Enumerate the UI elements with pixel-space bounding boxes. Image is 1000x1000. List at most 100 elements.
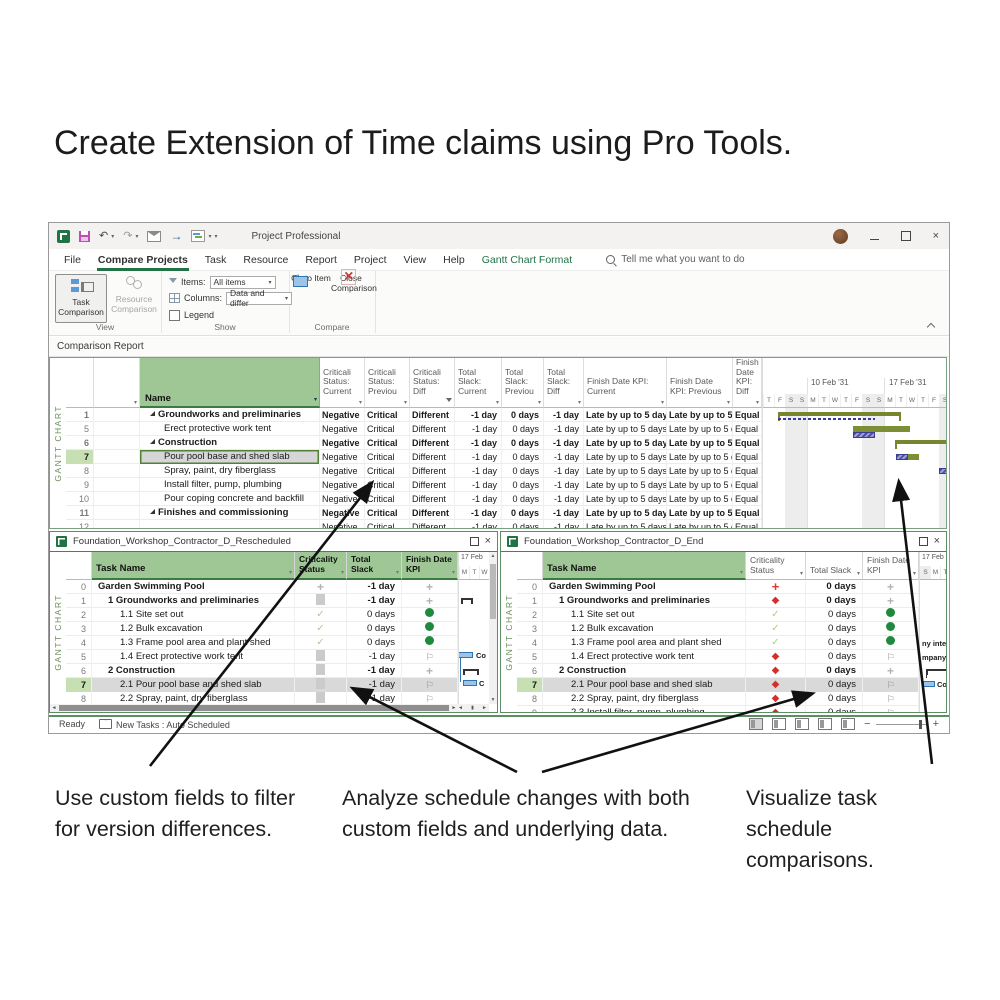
- column-header[interactable]: Finish Date KPI: Previous ▾: [667, 358, 733, 408]
- task-gantt-bar[interactable]: [908, 454, 919, 460]
- task-name-cell[interactable]: Garden Swimming Pool: [543, 580, 746, 594]
- table-row[interactable]: 11 Finishes and commissioning Negative C…: [66, 506, 762, 520]
- column-header[interactable]: Total Slack: Diff ▾: [544, 358, 584, 408]
- scrollbar-thumb[interactable]: [490, 564, 496, 619]
- table-row[interactable]: 12 Negative Critical Different -1 day 0 …: [66, 520, 762, 528]
- resource-comparison-button[interactable]: Resource Comparison: [109, 274, 159, 321]
- column-header[interactable]: Finish Date KPI: Current ▾: [584, 358, 667, 408]
- table-row[interactable]: 1 Groundworks and preliminaries Negative…: [66, 408, 762, 422]
- touch-mode-icon[interactable]: [147, 230, 162, 242]
- task-name-cell[interactable]: 2.2 Spray, paint, dry fiberglass: [543, 692, 746, 706]
- table-row[interactable]: 3 1.2 Bulk excavation 0 days: [66, 622, 458, 636]
- task-gantt-bar[interactable]: [463, 680, 477, 686]
- ribbon-tab[interactable]: Project: [353, 253, 387, 266]
- finish-date-kpi-header[interactable]: Finish Date KPI▾: [402, 552, 458, 580]
- team-planner-view-button[interactable]: [795, 718, 810, 730]
- qat-customize-icon[interactable]: ▾: [214, 233, 218, 240]
- task-name-cell[interactable]: 2.3 Install filter, pump, plumbing: [543, 706, 746, 712]
- table-row[interactable]: 9 Install filter, pump, plumbing Negativ…: [66, 478, 762, 492]
- report-view-button[interactable]: [841, 718, 856, 730]
- close-comparison-button[interactable]: Close Comparison: [331, 273, 377, 293]
- table-row[interactable]: 5 1.4 Erect protective work tent -1 day: [66, 650, 458, 664]
- view-caret-icon[interactable]: ▾: [208, 233, 212, 240]
- task-name-cell[interactable]: Garden Swimming Pool: [92, 580, 295, 594]
- summary-gantt-bar[interactable]: [778, 412, 901, 421]
- table-row[interactable]: 10 Pour coping concrete and backfill Neg…: [66, 492, 762, 506]
- scroll-left-icon[interactable]: ◄: [51, 705, 57, 711]
- criticality-status-header[interactable]: Criticality Status▾: [295, 552, 347, 580]
- task-comparison-button[interactable]: Task Comparison: [55, 274, 107, 323]
- task-name-cell[interactable]: 1.4 Erect protective work tent: [92, 650, 295, 664]
- minimize-button[interactable]: [869, 238, 879, 240]
- collapse-ribbon-icon[interactable]: [927, 321, 935, 329]
- go-to-item-button[interactable]: Go to Item: [291, 273, 331, 283]
- task-name-cell[interactable]: 1.2 Bulk excavation: [543, 622, 746, 636]
- vertical-scrollbar[interactable]: ▲ ▼: [489, 552, 497, 704]
- ribbon-tab[interactable]: Compare Projects: [96, 251, 189, 271]
- table-row[interactable]: 3 1.2 Bulk excavation 0 days: [517, 622, 919, 636]
- pane-maximize-button[interactable]: [469, 537, 479, 546]
- pane-titlebar[interactable]: Foundation_Workshop_Contractor_D_Resched…: [50, 532, 497, 552]
- table-row[interactable]: 4 1.3 Frame pool area and plant shed 0 d…: [517, 636, 919, 650]
- finish-date-kpi-header[interactable]: Finish Date KPI▾: [863, 552, 919, 580]
- task-name-cell[interactable]: 1.3 Frame pool area and plant shed: [543, 636, 746, 650]
- indicator-column-header[interactable]: ▾: [94, 358, 140, 408]
- task-name-cell[interactable]: Install filter, pump, plumbing: [140, 478, 320, 492]
- task-name-cell[interactable]: 2.1 Pour pool base and shed slab: [543, 678, 746, 692]
- table-row[interactable]: 5 1.4 Erect protective work tent 0 days: [517, 650, 919, 664]
- task-name-cell[interactable]: [140, 520, 320, 528]
- pane-titlebar[interactable]: Foundation_Workshop_Contractor_D_End ×: [501, 532, 946, 552]
- column-header[interactable]: Criticali Status: Diff ▾: [410, 358, 455, 408]
- task-name-header[interactable]: Task Name▾: [92, 552, 295, 580]
- maximize-button[interactable]: [900, 231, 911, 241]
- table-row[interactable]: 6 2 Construction -1 day: [66, 664, 458, 678]
- columns-dropdown[interactable]: Data and differ▾: [226, 288, 293, 308]
- column-header[interactable]: Total Slack: Current ▾: [455, 358, 502, 408]
- undo-caret-icon[interactable]: ▾: [111, 233, 115, 240]
- task-name-header[interactable]: Task Name▾: [543, 552, 746, 580]
- table-row[interactable]: 9 2.3 Install filter, pump, plumbing 0 d…: [517, 706, 919, 712]
- task-name-cell[interactable]: 1.3 Frame pool area and plant shed: [92, 636, 295, 650]
- table-row[interactable]: 8 2.2 Spray, paint, dry fiberglass 0 day…: [517, 692, 919, 706]
- id-column-header[interactable]: [517, 552, 543, 580]
- total-slack-header[interactable]: Total Slack▾: [806, 552, 863, 580]
- task-gantt-bar[interactable]: [459, 652, 473, 658]
- tell-me-search[interactable]: Tell me what you want to do: [606, 254, 745, 265]
- task-name-cell[interactable]: Spray, paint, dry fiberglass: [140, 464, 320, 478]
- gantt-view-button[interactable]: [749, 718, 764, 730]
- task-name-cell[interactable]: 2 Construction: [543, 664, 746, 678]
- zoom-out-icon[interactable]: −: [864, 718, 871, 730]
- table-row[interactable]: 1 1 Groundworks and preliminaries -1 day: [66, 594, 458, 608]
- table-row[interactable]: 6 Construction Negative Critical Differe…: [66, 436, 762, 450]
- criticality-status-header[interactable]: Criticality Status▾: [746, 552, 806, 580]
- task-gantt-bar[interactable]: [853, 426, 910, 432]
- task-name-cell[interactable]: Construction: [140, 436, 320, 450]
- id-column-header[interactable]: [66, 552, 92, 580]
- task-name-cell[interactable]: 1.4 Erect protective work tent: [543, 650, 746, 664]
- task-name-cell[interactable]: 1.1 Site set out: [92, 608, 295, 622]
- ribbon-tab[interactable]: Task: [204, 253, 227, 266]
- scroll-down-icon[interactable]: ▼: [490, 697, 496, 703]
- task-name-cell[interactable]: Erect protective work tent: [140, 422, 320, 436]
- zoom-slider-thumb[interactable]: [918, 719, 922, 729]
- ribbon-tab[interactable]: Help: [443, 253, 465, 266]
- table-row[interactable]: 0 Garden Swimming Pool 0 days: [517, 580, 919, 594]
- pane-close-button[interactable]: ×: [933, 535, 940, 547]
- task-name-cell[interactable]: 1 Groundworks and preliminaries: [543, 594, 746, 608]
- scrollbar-thumb[interactable]: ▮: [471, 705, 474, 711]
- table-row[interactable]: 5 Erect protective work tent Negative Cr…: [66, 422, 762, 436]
- column-header[interactable]: Total Slack: Previou ▾: [502, 358, 544, 408]
- task-name-cell[interactable]: Pour coping concrete and backfill: [140, 492, 320, 506]
- ribbon-tab[interactable]: File: [64, 253, 81, 266]
- user-avatar[interactable]: [832, 228, 848, 244]
- save-icon[interactable]: [79, 230, 90, 242]
- task-name-cell[interactable]: Groundworks and preliminaries: [140, 408, 320, 422]
- ribbon-tab[interactable]: Resource: [243, 253, 289, 266]
- task-name-cell[interactable]: Pour pool base and shed slab: [140, 450, 320, 464]
- undo-icon[interactable]: ↶: [99, 229, 109, 242]
- task-name-cell[interactable]: 1.2 Bulk excavation: [92, 622, 295, 636]
- gantt-scrollbar[interactable]: ◄ ▮ ►: [456, 704, 489, 712]
- task-name-cell[interactable]: 1 Groundworks and preliminaries: [92, 594, 295, 608]
- table-row[interactable]: 7 2.1 Pour pool base and shed slab -1 da…: [66, 678, 458, 692]
- close-button[interactable]: ×: [932, 229, 939, 242]
